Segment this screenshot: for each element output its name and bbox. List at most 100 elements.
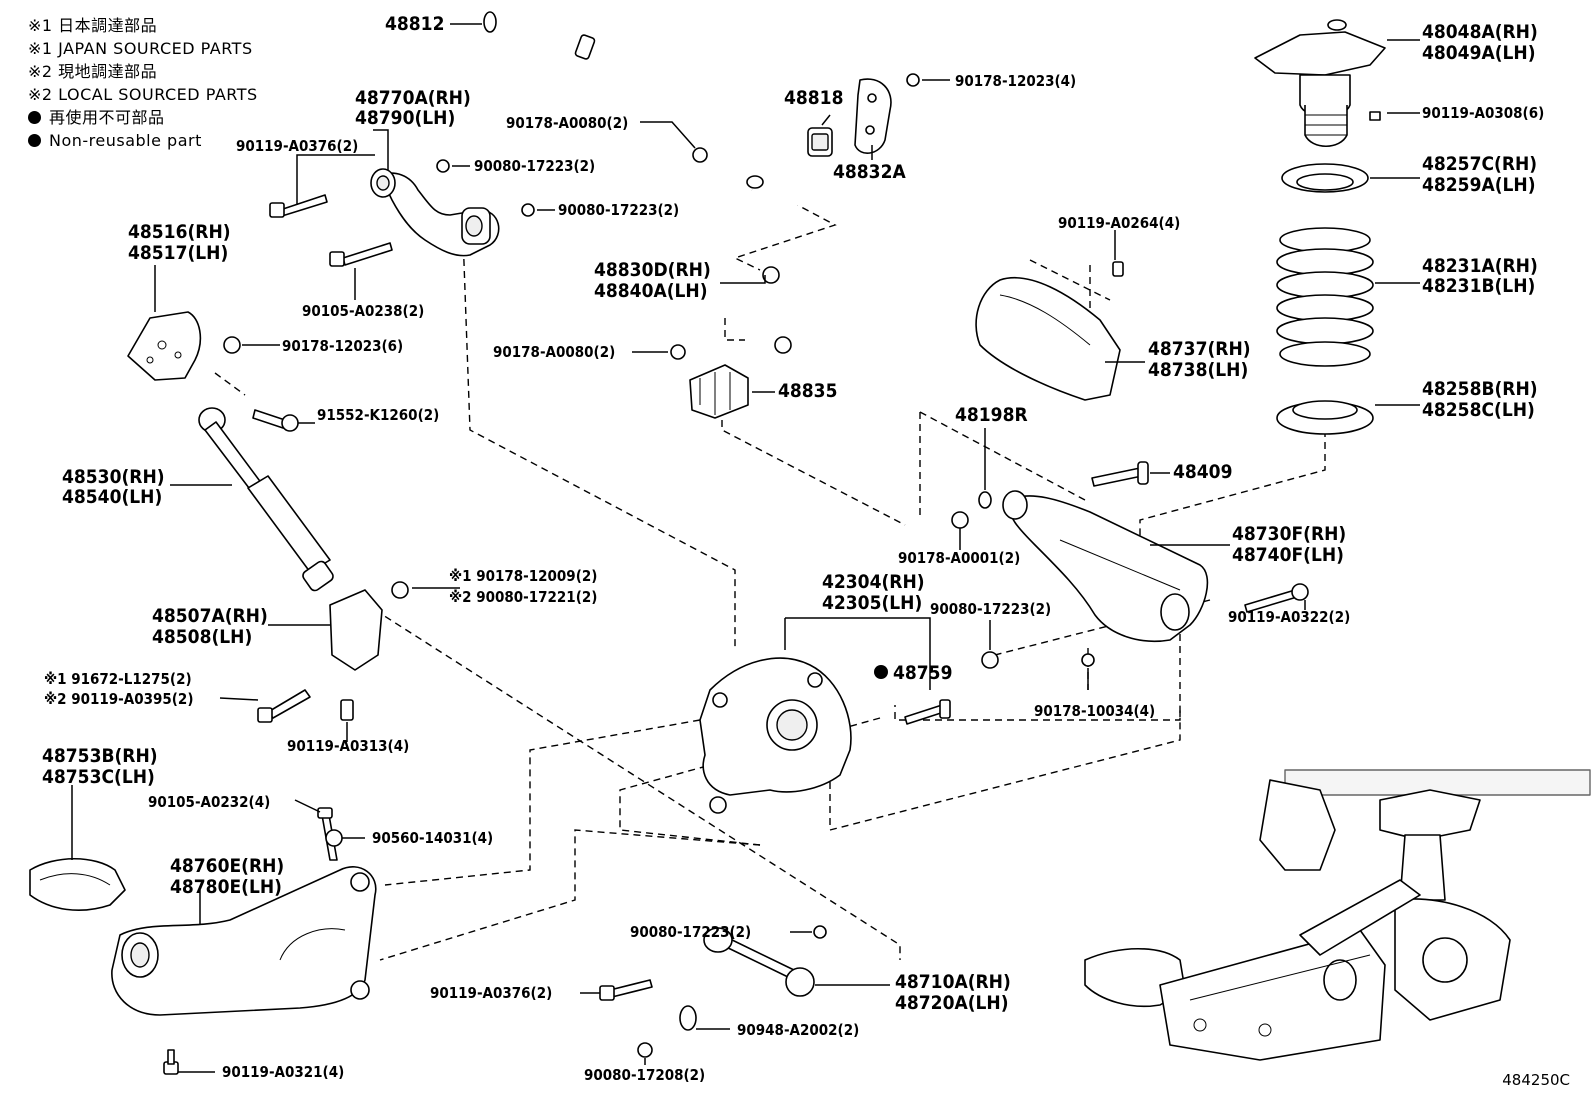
label-48835: 48835	[778, 380, 837, 402]
label-48832a: 48832A	[833, 161, 906, 183]
label-42305: 42305(LH)	[822, 592, 922, 614]
coil-spring-48231a	[1276, 227, 1374, 367]
legend-row-3: ※2 現地調達部品	[28, 62, 158, 81]
link-48830d	[762, 266, 792, 354]
upper-arm-48770a	[370, 168, 500, 257]
label-48780e: 48780E(LH)	[170, 876, 282, 898]
legend-row-6: Non-reusable part	[28, 129, 258, 152]
label-90178-10034: 90178-10034(4)	[1034, 702, 1155, 720]
label-90178-a0001: 90178-A0001(2)	[898, 549, 1020, 567]
legend-row-5: 再使用不可部品	[28, 106, 258, 129]
shock-absorber-48530	[198, 407, 334, 592]
label-91552-k1260: 91552-K1260(2)	[317, 406, 439, 424]
label-90105-a0232: 90105-A0232(4)	[148, 793, 270, 811]
label-48259a: 48259A(LH)	[1422, 174, 1536, 196]
label-90119-a0308: 90119-A0308(6)	[1422, 104, 1544, 122]
label-48258c: 48258C(LH)	[1422, 399, 1535, 421]
label-90178-a0080-top: 90178-A0080(2)	[506, 114, 628, 132]
label-90080-17223-d: 90080-17223(2)	[630, 923, 751, 941]
spring-insulator-48258b	[1276, 400, 1374, 435]
knuckle-42304	[699, 657, 951, 814]
bracket-48835	[689, 364, 749, 419]
bracket-48516	[127, 311, 202, 381]
bolts-lower-arm	[951, 261, 1309, 669]
cover-48753b	[29, 857, 126, 911]
non-reusable-dot	[874, 665, 888, 679]
label-48790: 48790(LH)	[355, 107, 455, 129]
label-48753b: 48753B(RH)	[42, 745, 158, 767]
leader-lines	[71, 23, 1420, 1073]
label-48738: 48738(LH)	[1148, 359, 1248, 381]
label-90080-17223-b: 90080-17223(2)	[558, 201, 679, 219]
label-48840a: 48840A(LH)	[594, 280, 708, 302]
label-90178-12023-6: 90178-12023(6)	[282, 337, 403, 355]
assembly-overview	[1084, 769, 1591, 1061]
label-48231a: 48231A(RH)	[1422, 255, 1538, 277]
bracket-48507a	[257, 581, 409, 723]
label-48753c: 48753C(LH)	[42, 766, 155, 788]
label-48737: 48737(RH)	[1148, 338, 1251, 360]
label-48508: 48508(LH)	[152, 626, 252, 648]
part-labels: 48812 48770A(RH) 48790(LH) 90119-A0376(2…	[42, 13, 1544, 1084]
label-90178-a0080-mid: 90178-A0080(2)	[493, 343, 615, 361]
cover-48737	[975, 277, 1121, 401]
link-48710a	[599, 925, 827, 1058]
label-48507a: 48507A(RH)	[152, 605, 268, 627]
label-48198r: 48198R	[955, 404, 1028, 426]
non-reusable-dot-icon	[28, 111, 41, 124]
label-90080-17223-c: 90080-17223(2)	[930, 600, 1051, 618]
label-90119-a0376-bot: 90119-A0376(2)	[430, 984, 552, 1002]
label-48740f: 48740F(LH)	[1232, 544, 1344, 566]
lower-arm-48730f	[1002, 490, 1209, 643]
bolt-48409	[1091, 461, 1149, 487]
label-48812: 48812	[385, 13, 444, 35]
label-48516: 48516(RH)	[128, 221, 231, 243]
label-48049a: 48049A(LH)	[1422, 42, 1536, 64]
label-48730f: 48730F(RH)	[1232, 523, 1346, 545]
label-48830d: 48830D(RH)	[594, 259, 711, 281]
label-90948-a2002: 90948-A2002(2)	[737, 1021, 859, 1039]
label-90080-17223-a: 90080-17223(2)	[474, 157, 595, 175]
bolts-lower-left	[163, 807, 343, 1075]
label-48517: 48517(LH)	[128, 242, 228, 264]
label-48710a: 48710A(RH)	[895, 971, 1011, 993]
label-48257c: 48257C(RH)	[1422, 153, 1537, 175]
label-90178-12009: ※1 90178-12009(2)	[449, 567, 597, 585]
spring-insulator-48257c	[1281, 163, 1369, 193]
label-48759: 48759	[893, 662, 952, 684]
legend: ※1 日本調達部品 ※1 JAPAN SOURCED PARTS ※2 現地調達…	[28, 14, 258, 152]
label-90105-a0238: 90105-A0238(2)	[302, 302, 424, 320]
bolts-upper	[223, 73, 920, 360]
label-48258b: 48258B(RH)	[1422, 378, 1538, 400]
label-90119-a0376-top: 90119-A0376(2)	[236, 137, 358, 155]
label-48720a: 48720A(LH)	[895, 992, 1009, 1014]
legend-row-1: ※1 日本調達部品	[28, 16, 158, 35]
catalog-id: 484250C	[1502, 1071, 1570, 1089]
legend-row-4: ※2 LOCAL SOURCED PARTS	[28, 85, 258, 104]
label-90080-17208: 90080-17208(2)	[584, 1066, 705, 1084]
spring-upper-support-48048a	[1254, 19, 1386, 148]
label-91672-l1275: ※1 91672-L1275(2)	[44, 670, 192, 688]
label-48760e: 48760E(RH)	[170, 855, 284, 877]
label-90560-14031: 90560-14031(4)	[372, 829, 493, 847]
label-48048a: 48048A(RH)	[1422, 21, 1538, 43]
label-48530: 48530(RH)	[62, 466, 165, 488]
label-90178-12023-4: 90178-12023(4)	[955, 72, 1076, 90]
label-48770a: 48770A(RH)	[355, 87, 471, 109]
label-90119-a0395: ※2 90119-A0395(2)	[44, 690, 193, 708]
label-48231b: 48231B(LH)	[1422, 275, 1535, 297]
non-reusable-dot-icon	[28, 134, 41, 147]
label-90119-a0313: 90119-A0313(4)	[287, 737, 409, 755]
lower-arm-48760e	[111, 866, 377, 1016]
label-42304: 42304(RH)	[822, 571, 925, 593]
label-90080-17221: ※2 90080-17221(2)	[449, 588, 597, 606]
label-48540: 48540(LH)	[62, 486, 162, 508]
label-90119-a0321: 90119-A0321(4)	[222, 1063, 344, 1081]
label-90119-a0322: 90119-A0322(2)	[1228, 608, 1350, 626]
label-48409: 48409	[1173, 461, 1232, 483]
stabilizer-bar-48812	[483, 11, 821, 206]
label-48818: 48818	[784, 87, 843, 109]
legend-row-2: ※1 JAPAN SOURCED PARTS	[28, 39, 253, 58]
label-90119-a0264: 90119-A0264(4)	[1058, 214, 1180, 232]
